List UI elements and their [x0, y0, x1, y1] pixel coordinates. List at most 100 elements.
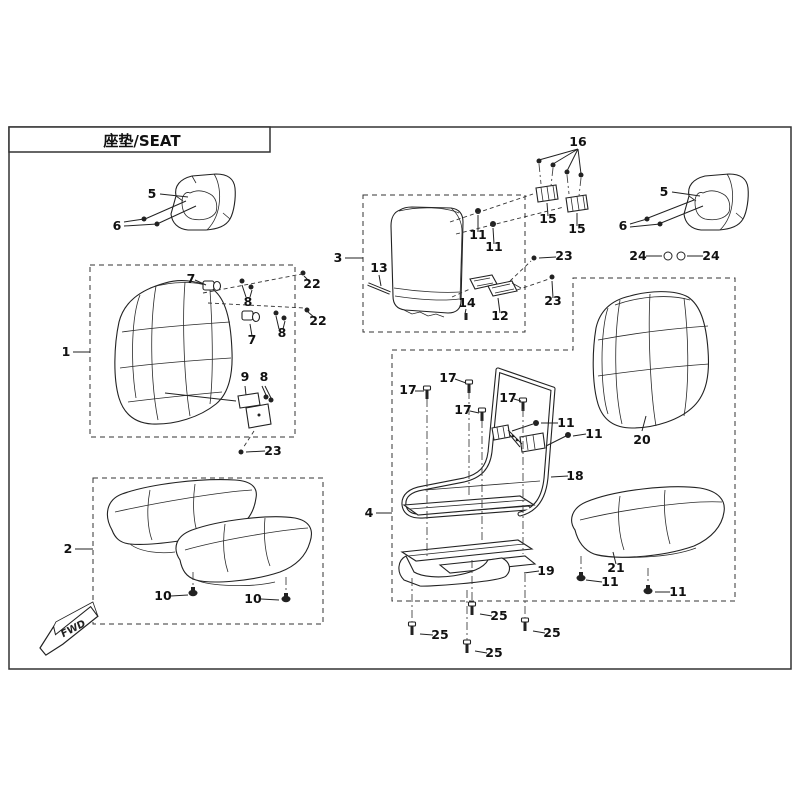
bolt-25	[462, 639, 472, 653]
part-number-label-25: 25	[485, 645, 502, 660]
part-number-label-22: 22	[309, 313, 326, 328]
part-number-label-14: 14	[458, 295, 476, 310]
center-lines	[192, 163, 649, 640]
bolt-25	[520, 617, 530, 631]
washer-24	[663, 251, 673, 261]
hinge-assembly-11	[491, 424, 546, 453]
clamp-7-lower	[241, 310, 261, 323]
part-number-label-5: 5	[148, 186, 157, 201]
bolt-17	[464, 379, 474, 393]
part-number-label-19: 19	[537, 563, 554, 578]
part-number-label-1: 1	[62, 344, 71, 359]
part-number-label-17: 17	[454, 402, 471, 417]
hinge-bracket-15	[535, 184, 559, 203]
slide-rail-upper	[402, 480, 541, 516]
assembly-box-frame-4	[391, 277, 736, 602]
part-number-label-3: 3	[334, 250, 343, 265]
part-number-label-23: 23	[555, 248, 572, 263]
foot-11	[643, 585, 653, 595]
hinge-bracket-15	[565, 194, 589, 213]
screw-8	[281, 315, 287, 321]
part-number-label-10: 10	[154, 588, 172, 603]
part-number-label-24: 24	[702, 248, 720, 263]
headrest-right	[644, 173, 749, 261]
nut-11	[533, 420, 539, 426]
part-number-label-8: 8	[244, 294, 253, 309]
seat-cushion-21	[571, 486, 725, 595]
part-number-label-8: 8	[260, 369, 269, 384]
part-number-label-18: 18	[566, 468, 583, 483]
part-number-label-5: 5	[660, 184, 669, 199]
part-number-label-11: 11	[485, 239, 502, 254]
bolt-25	[407, 621, 417, 635]
part-number-label-23: 23	[544, 293, 561, 308]
part-number-label-17: 17	[499, 390, 516, 405]
part-number-label-23: 23	[264, 443, 281, 458]
part-number-label-11: 11	[557, 415, 574, 430]
part-number-label-7: 7	[248, 332, 257, 347]
bracket-12	[487, 280, 522, 297]
backrest-1	[114, 280, 233, 425]
nut-11	[565, 432, 571, 438]
headrest-left	[141, 173, 236, 231]
rod-13	[367, 282, 391, 295]
backrest-3	[390, 206, 464, 318]
part-number-label-25: 25	[543, 625, 560, 640]
part-number-label-12: 12	[491, 308, 508, 323]
part-number-label-13: 13	[370, 260, 387, 275]
bolt-17	[477, 407, 487, 421]
screw-23	[238, 449, 244, 455]
screw-8	[273, 310, 279, 316]
bolt-25	[467, 601, 477, 615]
screw-23	[549, 274, 555, 280]
seat-cushion-2	[106, 479, 313, 603]
part-number-label-20: 20	[633, 432, 651, 447]
part-number-label-17: 17	[399, 382, 416, 397]
screw-8	[239, 278, 245, 284]
screw-22	[304, 307, 310, 313]
page-title: 座垫/SEAT	[102, 132, 181, 150]
seat-frame-18	[401, 367, 556, 519]
part-number-label-25: 25	[431, 627, 448, 642]
slide-rail-19	[398, 539, 537, 587]
part-number-label-25: 25	[490, 608, 507, 623]
part-number-label-24: 24	[629, 248, 647, 263]
nut-11	[475, 208, 481, 214]
part-number-label-15: 15	[539, 211, 556, 226]
part-number-label-8: 8	[278, 325, 287, 340]
part-number-label-11: 11	[469, 227, 486, 242]
screw-22	[300, 270, 306, 276]
screw-16	[578, 172, 584, 178]
screw-8	[248, 284, 254, 290]
screw-16	[564, 169, 570, 175]
foot-10	[281, 593, 291, 603]
leader-lines	[73, 148, 704, 654]
screw-8	[263, 394, 269, 400]
leader-lines-dashed	[202, 193, 565, 449]
assembly-box-backrest-1	[89, 264, 296, 438]
screw-8	[268, 397, 274, 403]
washer-24	[676, 251, 686, 261]
title-box	[8, 126, 271, 153]
part-number-label-2: 2	[64, 541, 73, 556]
bracket-9	[237, 392, 272, 429]
part-number-label-21: 21	[607, 560, 624, 575]
screw-14	[464, 313, 468, 320]
foot-10	[188, 587, 198, 597]
part-number-label-11: 11	[669, 584, 686, 599]
part-number-label-17: 17	[439, 370, 456, 385]
backrest-20	[592, 291, 710, 429]
part-number-label-9: 9	[241, 369, 250, 384]
nut-11	[490, 221, 496, 227]
foot-11	[576, 572, 586, 582]
clamp-7-upper	[202, 280, 222, 292]
part-number-label-6: 6	[113, 218, 122, 233]
assembly-box-cushion-2	[92, 477, 324, 625]
part-number-label-11: 11	[601, 574, 618, 589]
part-number-label-4: 4	[365, 505, 374, 520]
part-number-label-16: 16	[569, 134, 587, 149]
part-number-label-15: 15	[568, 221, 585, 236]
part-number-label-7: 7	[187, 271, 196, 286]
part-number-label-6: 6	[619, 218, 628, 233]
